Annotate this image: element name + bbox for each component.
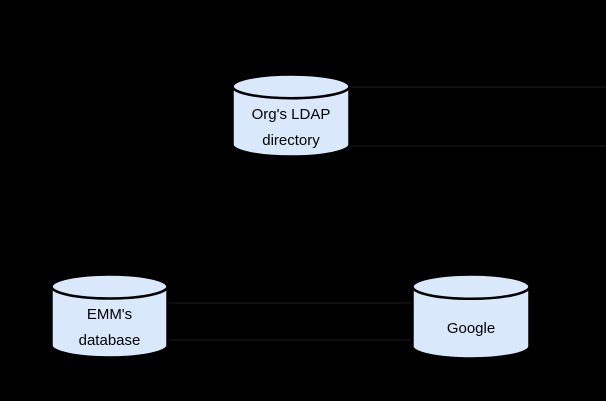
connector-line xyxy=(168,339,412,341)
cylinder-body xyxy=(411,273,531,360)
cylinder-top-arc xyxy=(231,86,351,100)
connector-line xyxy=(350,145,606,147)
node-label-line: Org's LDAP xyxy=(251,105,331,123)
node-orgs-ldap-directory: Org's LDAP directory xyxy=(231,73,351,158)
cylinder-body xyxy=(50,273,169,359)
node-label-line: Google xyxy=(446,319,496,337)
cylinder-body xyxy=(231,73,351,158)
cylinder-top-arc xyxy=(50,286,169,300)
node-label-line: EMM's xyxy=(86,306,133,323)
node-label: Org's LDAP directory xyxy=(231,99,351,156)
node-label-line: directory xyxy=(262,131,320,149)
connector-line xyxy=(168,302,412,304)
node-label-line: database xyxy=(78,332,141,349)
connector-line xyxy=(350,86,606,88)
cylinder-top-arc xyxy=(411,286,531,301)
node-label: Google xyxy=(411,299,531,358)
database-cylinder-icon xyxy=(411,273,531,360)
node-google: Google xyxy=(411,273,531,360)
database-cylinder-icon xyxy=(50,273,169,359)
database-cylinder-icon xyxy=(231,73,351,158)
node-emms-database: EMM's database xyxy=(50,273,169,359)
node-label: EMM's database xyxy=(50,299,169,357)
